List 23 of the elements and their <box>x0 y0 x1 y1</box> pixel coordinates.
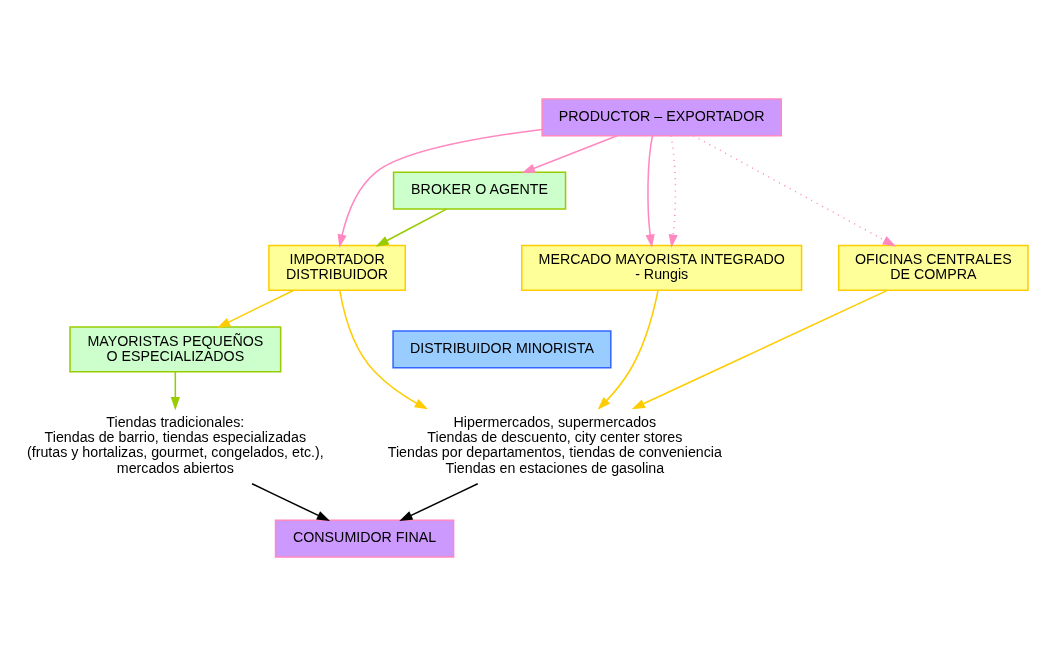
arrow <box>217 289 295 328</box>
node-box: DISTRIBUIDOR MINORISTA <box>392 330 612 369</box>
arrow <box>399 482 479 522</box>
arrow <box>645 134 655 248</box>
node-box: BROKER O AGENTE <box>392 171 567 210</box>
arrow <box>692 134 896 247</box>
node-box: MAYORISTAS PEQUEÑOS O ESPECIALIZADOS <box>69 326 282 373</box>
arrow <box>597 289 659 410</box>
node-box: CONSUMIDOR FINAL <box>274 519 455 558</box>
arrow <box>170 371 180 411</box>
node-box: OFICINAS CENTRALES DE COMPRA <box>837 244 1029 292</box>
arrow <box>339 289 428 410</box>
arrow <box>521 135 618 174</box>
arrow <box>631 289 889 410</box>
arrow <box>251 482 331 522</box>
node-box: IMPORTADOR DISTRIBUIDOR <box>268 244 407 292</box>
node-text: Hipermercados, supermercados Tiendas de descuento, city center stores Tiendas por departamentos, tiendas de conveniencia Tiendas en estaciones de gasolina <box>387 413 722 476</box>
arrow <box>375 208 448 247</box>
node-text: Tiendas tradicionales: Tiendas de barrio, tiendas especializadas (frutas y hortalizas, gourmet, congelados, etc.), mercados abiertos <box>26 413 324 476</box>
node-box: MERCADO MAYORISTA INTEGRADO - Rungis <box>521 244 803 292</box>
arrow <box>668 134 678 248</box>
node-box: PRODUCTOR – EXPORTADOR <box>541 98 782 137</box>
arrow <box>337 128 543 248</box>
